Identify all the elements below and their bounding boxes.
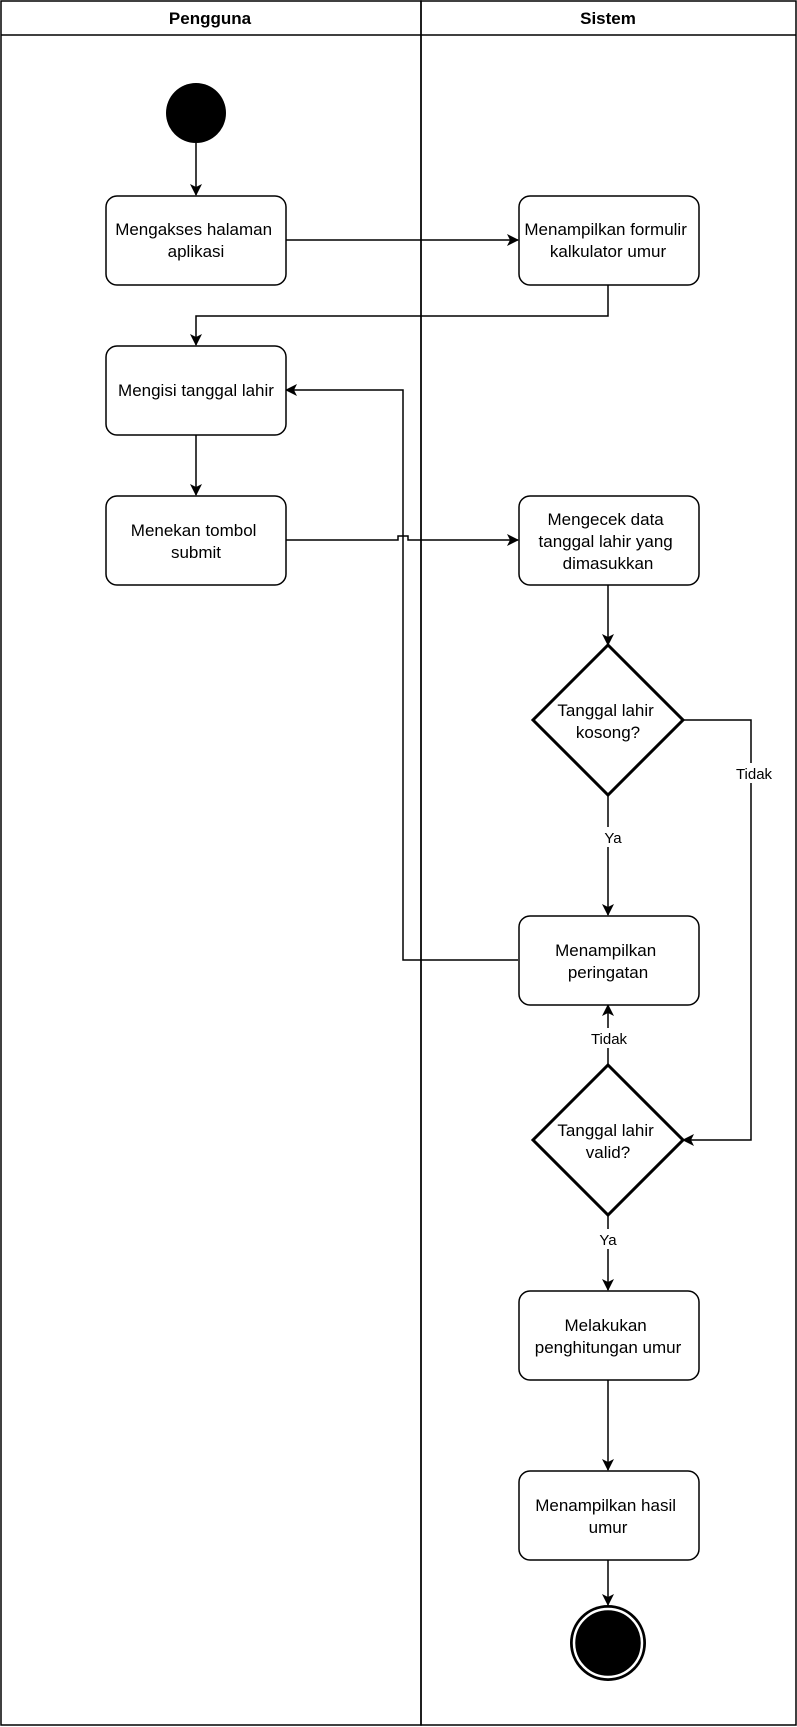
activity-check-dob-line1: Mengecek data — [548, 510, 665, 529]
svg-text:Menekan tombol submit: Menekan tombol submit — [131, 521, 261, 562]
activity-press-submit-line2: submit — [171, 543, 221, 562]
activity-show-warning-line1: Menampilkan — [555, 941, 656, 960]
decision-dob-valid: Tanggal lahir valid? — [530, 1062, 686, 1218]
svg-text:Mengisi tanggal lahir: Mengisi tanggal lahir — [118, 381, 274, 400]
label-empty-yes: Ya — [604, 830, 622, 847]
activity-press-submit: Menekan tombol submit — [105, 495, 287, 586]
svg-text:Menampilkan peringatan: Menampilkan peringatan — [555, 941, 661, 982]
lane-title-pengguna: Pengguna — [169, 9, 252, 28]
activity-fill-dob: Mengisi tanggal lahir — [105, 345, 287, 436]
activity-calculate-age-line1: Melakukan — [565, 1316, 647, 1335]
activity-show-result-line2: umur — [589, 1518, 628, 1537]
svg-text:Tanggal lahir valid?: Tanggal lahir valid? — [557, 1121, 658, 1162]
activity-access-app: Mengakses halaman aplikasi — [105, 195, 287, 286]
svg-text:Mengecek data tanggal la: Mengecek data tanggal lahir yang dimasuk… — [539, 510, 678, 573]
end-node — [570, 1605, 646, 1681]
activity-show-result-line1: Menampilkan hasil — [535, 1496, 676, 1515]
activity-show-form-line2: kalkulator umur — [550, 242, 667, 261]
edge-warning-to-fill-dob — [285, 384, 518, 961]
activity-calculate-age: Melakukan penghitungan umur — [518, 1290, 700, 1381]
start-node — [166, 83, 226, 143]
activity-check-dob: Mengecek data tanggal lahir yang dimasuk… — [518, 495, 700, 586]
activity-access-app-line1: Mengakses halaman — [115, 220, 272, 239]
activity-check-dob-line3: dimasukkan — [563, 554, 654, 573]
activity-press-submit-line1: Menekan tombol — [131, 521, 257, 540]
decision-dob-empty-line2: kosong? — [576, 723, 640, 742]
swimlane-sistem: Sistem — [420, 0, 797, 1726]
lane-title-sistem: Sistem — [580, 9, 636, 28]
svg-text:Melakukan penghitungan u: Melakukan penghitungan umur — [535, 1316, 682, 1357]
activity-fill-dob-line1: Mengisi tanggal lahir — [118, 381, 274, 400]
activity-show-warning-line2: peringatan — [568, 963, 648, 982]
svg-text:Mengakses halaman aplika: Mengakses halaman aplikasi — [115, 220, 277, 261]
edge-show-form-to-fill-dob — [190, 285, 609, 346]
decision-dob-empty-line1: Tanggal lahir — [557, 701, 654, 720]
decision-dob-valid-line2: valid? — [586, 1143, 630, 1162]
activity-show-form: Menampilkan formulir kalkulator umur — [518, 195, 700, 286]
svg-text:Menampilkan formulir kal: Menampilkan formulir kalkulator umur — [524, 220, 691, 261]
activity-show-result: Menampilkan hasil umur — [518, 1470, 700, 1561]
activity-show-warning: Menampilkan peringatan — [518, 915, 700, 1006]
label-valid-yes: Ya — [599, 1232, 617, 1249]
activity-show-form-line1: Menampilkan formulir — [524, 220, 687, 239]
svg-text:Tanggal lahir kosong?: Tanggal lahir kosong? — [557, 701, 658, 742]
label-empty-no: Tidak — [736, 766, 773, 783]
edge-empty-no-to-valid-decision — [682, 719, 752, 1146]
activity-access-app-line2: aplikasi — [168, 242, 225, 261]
decision-dob-empty: Tanggal lahir kosong? — [530, 642, 686, 798]
label-valid-no: Tidak — [591, 1031, 628, 1048]
edge-labels: Tidak Ya Tidak Ya — [587, 763, 773, 1249]
activity-check-dob-line2: tanggal lahir yang — [539, 532, 673, 551]
edge-submit-to-check — [286, 534, 519, 546]
svg-text:Menampilkan hasil umur: Menampilkan hasil umur — [535, 1496, 681, 1537]
activity-calculate-age-line2: penghitungan umur — [535, 1338, 682, 1357]
decision-dob-valid-line1: Tanggal lahir — [557, 1121, 654, 1140]
